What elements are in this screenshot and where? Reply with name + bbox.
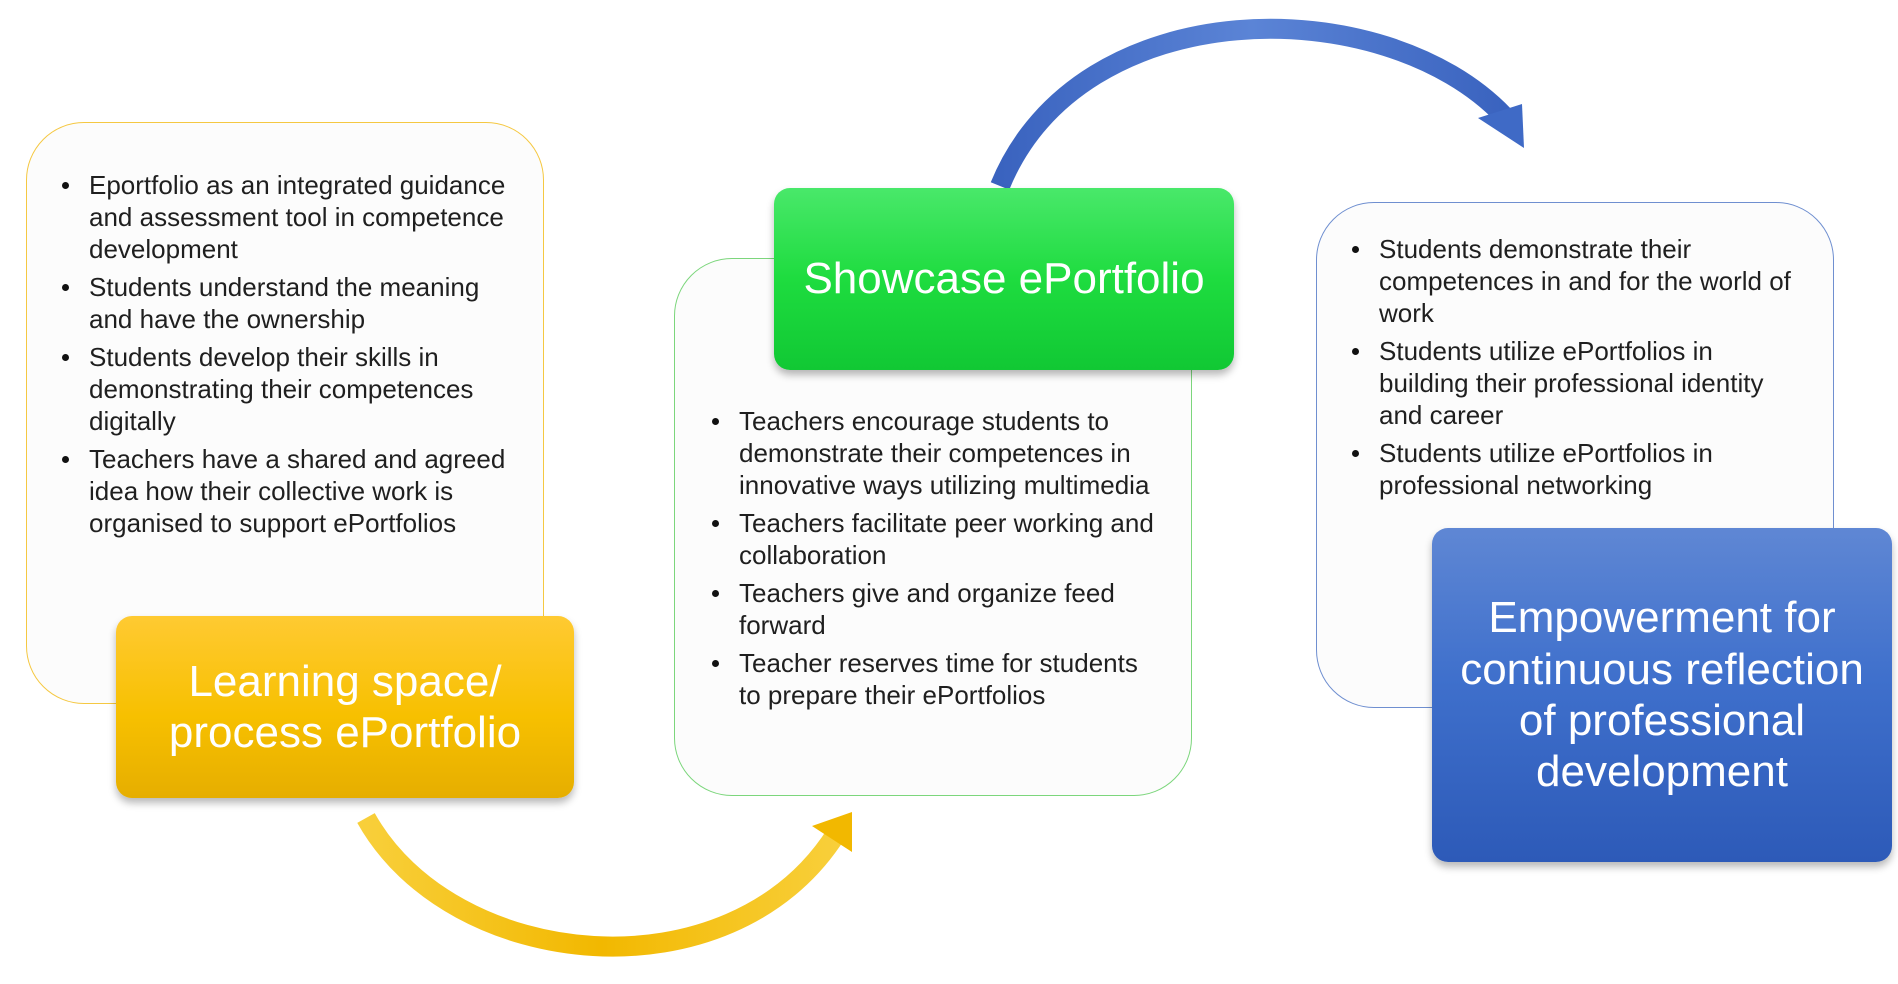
learning-stage-label: Learning space/ process ePortfolio — [116, 616, 574, 798]
list-item: Teachers give and organize feed forward — [707, 577, 1163, 641]
list-item: Students develop their skills in demonst… — [57, 341, 515, 437]
showcase-stage-title: Showcase ePortfolio — [803, 254, 1205, 304]
blue-curved-arrow — [990, 18, 1524, 190]
yellow-curved-arrow — [357, 812, 852, 957]
showcase-stage-label: Showcase ePortfolio — [774, 188, 1234, 370]
list-item: Teachers encourage students to demonstra… — [707, 405, 1163, 501]
list-item: Students understand the meaning and have… — [57, 271, 515, 335]
learning-bullets-box: Eportfolio as an integrated guidance and… — [26, 122, 544, 704]
list-item: Students utilize ePortfolios in building… — [1347, 335, 1805, 431]
list-item: Teachers have a shared and agreed idea h… — [57, 443, 515, 539]
empower-bullet-list: Students demonstrate their competences i… — [1347, 233, 1805, 501]
empower-stage-label: Empowerment for continuous reflection of… — [1432, 528, 1892, 862]
learning-stage-title: Learning space/ process ePortfolio — [168, 656, 522, 757]
list-item: Eportfolio as an integrated guidance and… — [57, 169, 515, 265]
list-item: Students demonstrate their competences i… — [1347, 233, 1805, 329]
showcase-bullet-list: Teachers encourage students to demonstra… — [707, 405, 1163, 711]
empower-stage-title: Empowerment for continuous reflection of… — [1460, 593, 1864, 797]
learning-bullet-list: Eportfolio as an integrated guidance and… — [57, 169, 515, 539]
list-item: Teacher reserves time for students to pr… — [707, 647, 1163, 711]
list-item: Teachers facilitate peer working and col… — [707, 507, 1163, 571]
list-item: Students utilize ePortfolios in professi… — [1347, 437, 1805, 501]
